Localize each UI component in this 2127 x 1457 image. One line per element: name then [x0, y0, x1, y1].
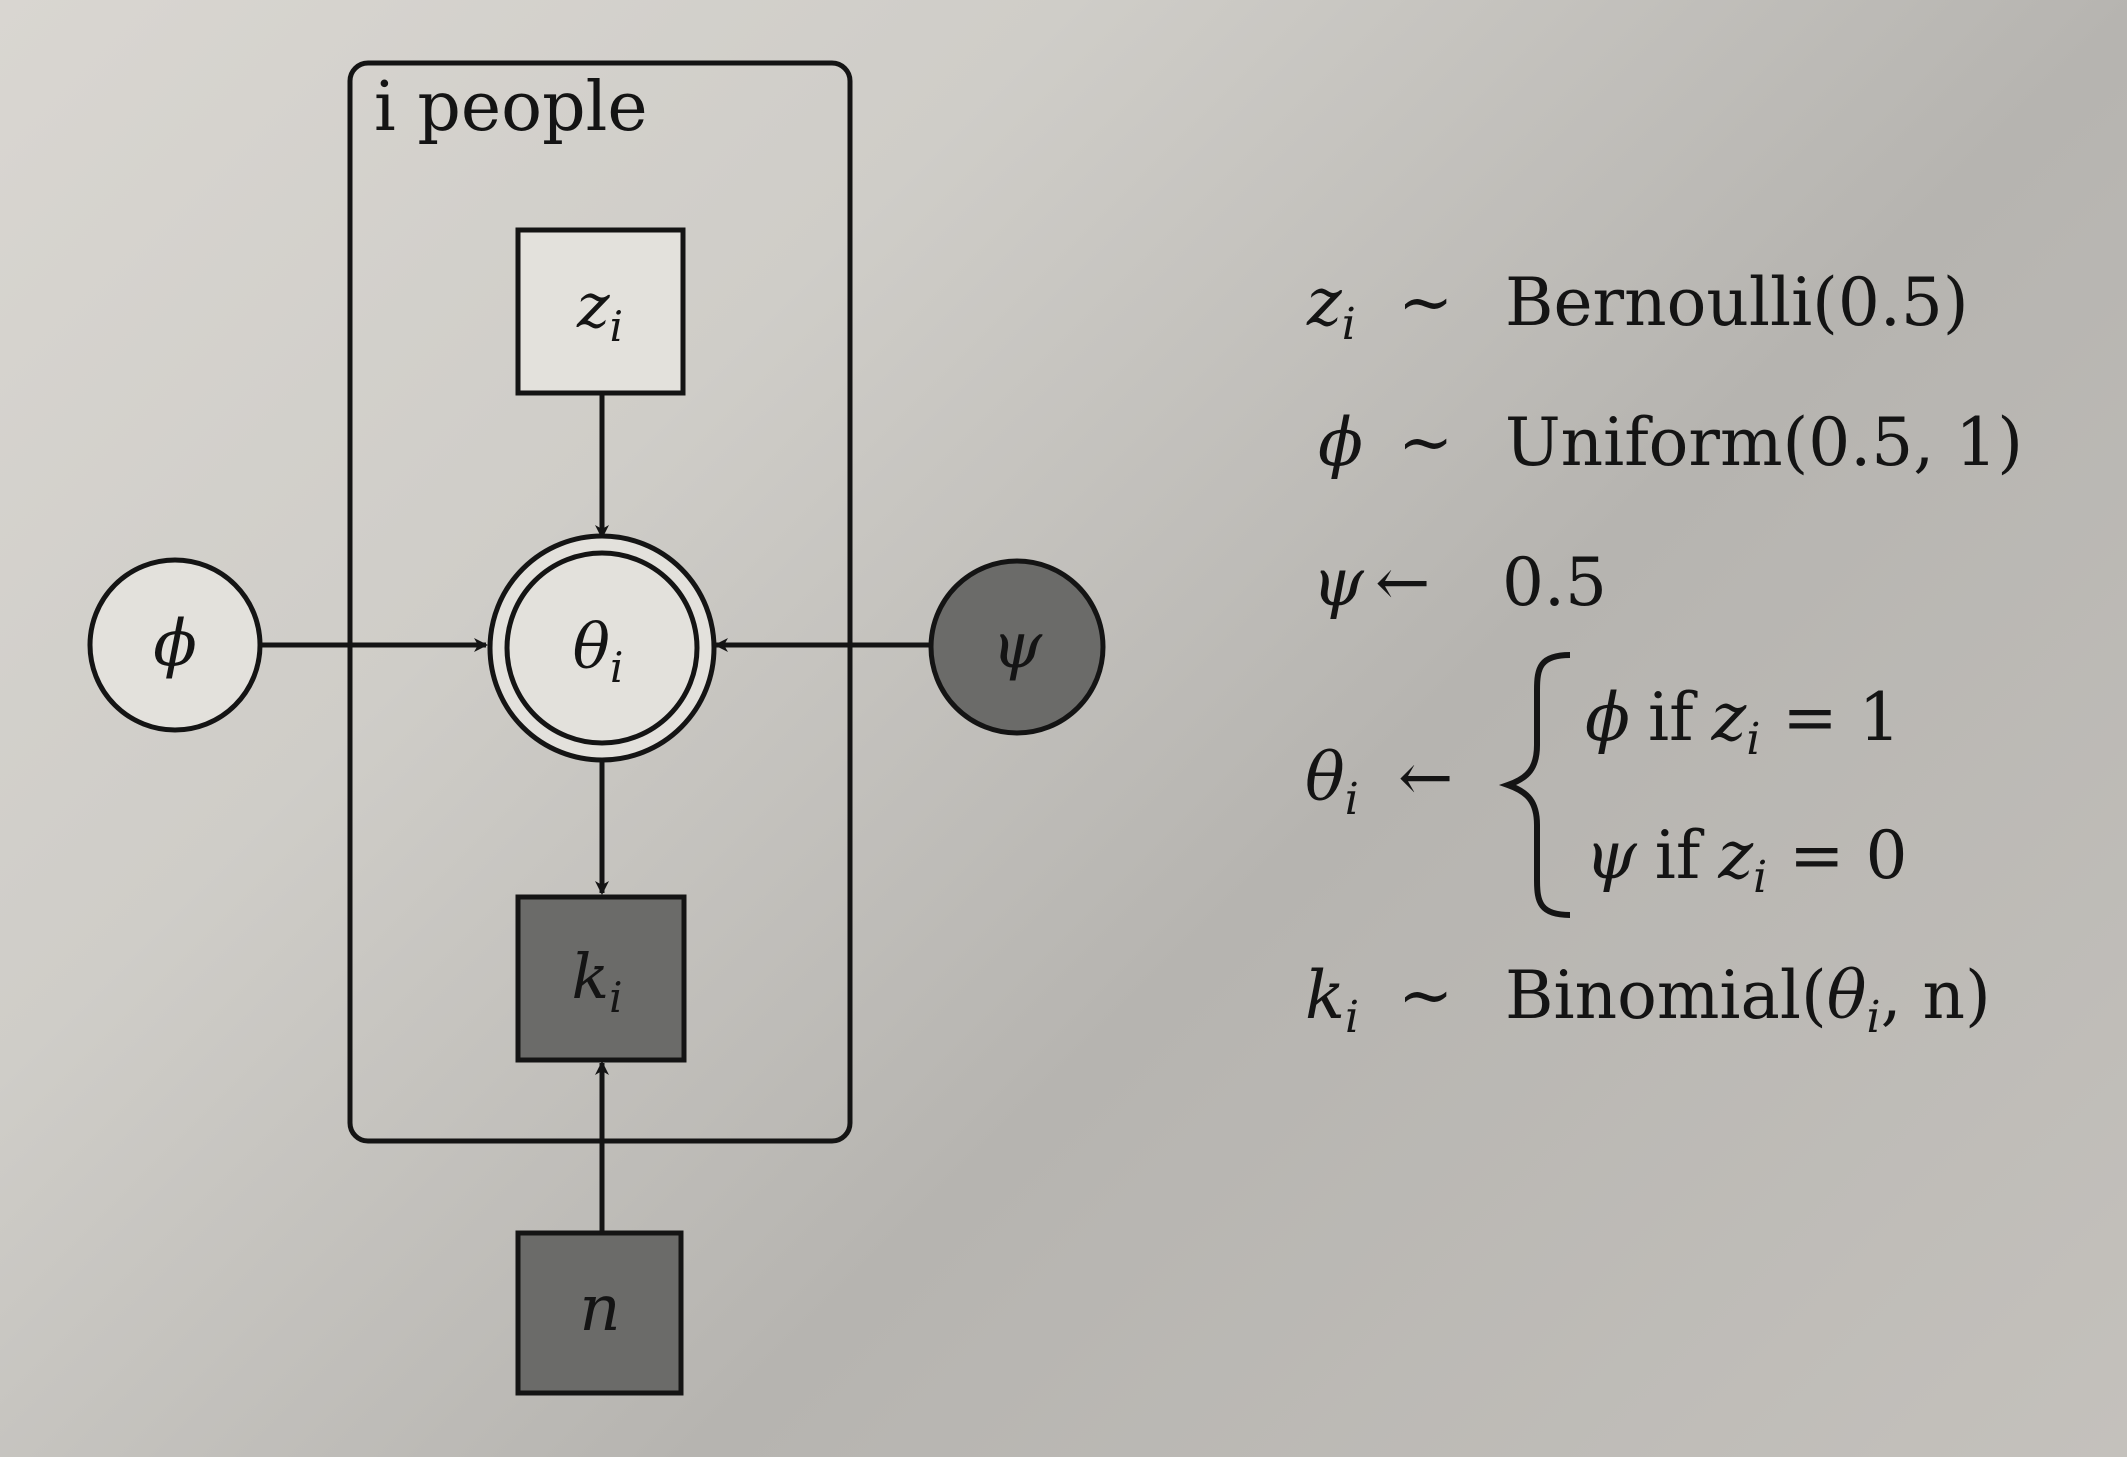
eq-theta-brace	[1498, 652, 1571, 918]
node-psi-label: ψ	[992, 609, 1043, 683]
node-k-label: ki	[571, 940, 622, 1022]
node-theta-label: θi	[573, 610, 624, 692]
eq-phi-rhs: Uniform(0.5, 1)	[1505, 404, 2023, 481]
model-equations: zi ~ Bernoulli(0.5) ϕ ~ Uniform(0.5, 1) …	[1305, 264, 2023, 1043]
node-z-label: zi	[576, 269, 623, 351]
eq-z-lhs: zi	[1306, 264, 1356, 350]
eq-k-op: ~	[1398, 957, 1453, 1034]
node-k	[515, 894, 687, 1063]
node-z	[515, 227, 686, 396]
eq-phi-lhs: ϕ	[1318, 404, 1363, 481]
node-phi	[87, 557, 263, 733]
eq-phi-op: ~	[1398, 404, 1453, 481]
eq-z-rhs: Bernoulli(0.5)	[1505, 264, 1969, 341]
eq-psi-op: ←	[1375, 544, 1430, 621]
eq-z-op: ~	[1398, 264, 1453, 341]
eq-psi-rhs: 0.5	[1502, 544, 1607, 621]
plate-label: i people	[374, 68, 648, 147]
node-theta	[487, 533, 717, 763]
node-n-label: n	[579, 1272, 620, 1346]
node-theta-inner	[504, 550, 700, 746]
eq-psi-lhs: ψ	[1312, 544, 1365, 621]
eq-theta-op: ←	[1398, 739, 1453, 816]
node-n	[515, 1230, 684, 1396]
eq-k-rhs: Binomial(θi, n)	[1505, 957, 1991, 1043]
eq-k-lhs: ki	[1305, 957, 1359, 1043]
node-phi-label: ϕ	[153, 607, 197, 681]
node-psi	[928, 558, 1106, 736]
eq-theta-lhs: θi	[1305, 739, 1359, 825]
